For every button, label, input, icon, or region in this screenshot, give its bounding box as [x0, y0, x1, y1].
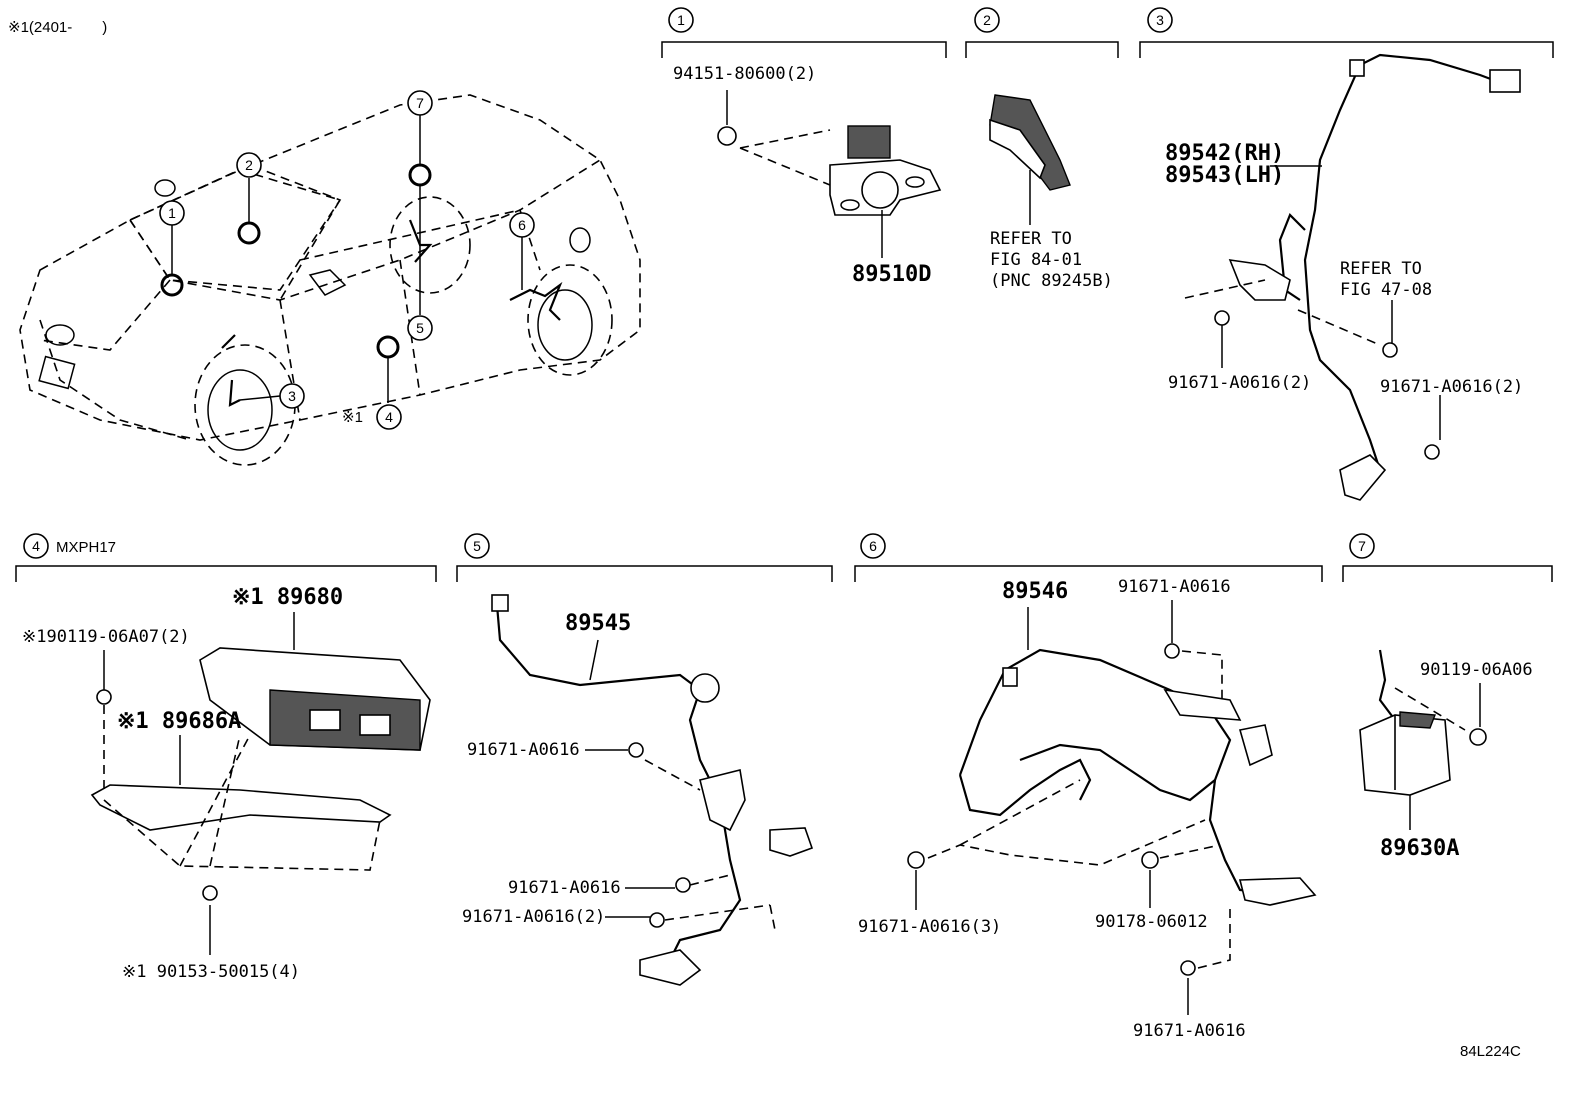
svg-text:2: 2: [245, 157, 253, 173]
s6-bolt-bottom: 91671-A0616: [1133, 1021, 1246, 1041]
s5-part-label: 89545: [565, 611, 631, 636]
s3-ref-line-2: FIG 47-08: [1340, 280, 1432, 300]
s6-nut: 90178-06012: [1095, 912, 1208, 932]
section-6-number: 6: [869, 538, 877, 554]
s7-bolt: 90119-06A06: [1420, 660, 1533, 680]
callout-4: 4 ※1: [342, 404, 402, 430]
bolt-icon: [1180, 960, 1196, 976]
s4-bolt-top: ※190119-06A07(2): [22, 627, 190, 647]
bolt-icon: [1382, 342, 1398, 358]
section-5: 5 89545 91671-A0616 91671-A0616 91671-A0…: [456, 533, 833, 986]
bolt-icon: [96, 689, 112, 705]
connector-icon: [1489, 69, 1521, 93]
bolt-icon: [628, 742, 644, 758]
callout-4-note: ※1: [342, 409, 363, 426]
s4-bolt-bottom: ※1 90153-50015(4): [122, 962, 300, 982]
s4-part-main: ※1 89680: [232, 585, 343, 610]
s3-part-rh: 89542(RH): [1165, 141, 1284, 166]
s1-bolt-label: 94151-80600(2): [673, 64, 816, 84]
section-7-number: 7: [1358, 538, 1366, 554]
s6-part-label: 89546: [1002, 579, 1068, 604]
s3-bolt-left: 91671-A0616(2): [1168, 373, 1311, 393]
bolt-icon: [907, 851, 925, 869]
connector-icon: [491, 594, 509, 612]
bolt-icon: [649, 912, 665, 928]
s4-bracket: ※1 89686A: [117, 709, 241, 734]
s7-part-label: 89630A: [1380, 836, 1459, 861]
s1-part-label: 89510D: [852, 262, 931, 287]
nut-icon: [1141, 851, 1159, 869]
s3-part-lh: 89543(LH): [1165, 163, 1284, 188]
callout-1: 1: [159, 200, 185, 226]
sensor-module-icon: [989, 94, 1071, 191]
s4-model: MXPH17: [56, 539, 116, 556]
svg-text:3: 3: [288, 388, 296, 404]
s2-ref-line-2: FIG 84-01: [990, 250, 1082, 270]
bolt-icon: [202, 885, 218, 901]
section-6: 6 89546 91671-A0616 91671-A0616(3) 90178…: [854, 533, 1323, 1041]
sensor-tip-icon: [769, 827, 814, 857]
section-3: 3 89542(RH) 89543(LH) REFER TO FIG 47-08…: [1139, 7, 1554, 501]
section-2: 2 REFER TO FIG 84-01 (PNC 89245B): [965, 7, 1119, 291]
svg-text:1: 1: [168, 205, 176, 221]
svg-text:5: 5: [416, 320, 424, 336]
section-1-number: 1: [677, 12, 685, 28]
callout-7: 7: [407, 90, 433, 116]
section-4: 4 MXPH17 ※1 89680 ※190119-06A07(2) ※1 89…: [15, 533, 437, 982]
module-89630a-icon: [1359, 711, 1451, 796]
svg-text:4: 4: [385, 409, 393, 425]
callout-3: 3: [279, 383, 305, 409]
section-1: 1 94151-80600(2) 89510D: [661, 7, 947, 287]
diagram-code: 84L224C: [1460, 1043, 1521, 1060]
bolt-icon: [675, 877, 691, 893]
header-note: ※1(2401- ): [8, 19, 107, 36]
sensor-89510d-icon: [829, 125, 942, 216]
ecu-box-icon: [199, 647, 431, 751]
s5-bolt-c: 91671-A0616(2): [462, 907, 605, 927]
svg-text:6: 6: [518, 217, 526, 233]
section-4-number: 4: [32, 538, 40, 554]
s3-ref-line-1: REFER TO: [1340, 259, 1422, 279]
s2-ref-line-3: (PNC 89245B): [990, 271, 1113, 291]
s6-bolt-left: 91671-A0616(3): [858, 917, 1001, 937]
bolt-icon: [1424, 444, 1440, 460]
s5-bolt-b: 91671-A0616: [508, 878, 621, 898]
section-7: 7 90119-06A06 89630A: [1342, 533, 1553, 861]
s2-ref-line-1: REFER TO: [990, 229, 1072, 249]
section-5-number: 5: [473, 538, 481, 554]
callout-6: 6: [509, 212, 535, 238]
sensor-tip-icon: [1339, 454, 1387, 501]
vehicle-overview: 1 2 3 4 ※1 5 6 7: [19, 90, 641, 466]
sensor-tip-icon: [1238, 877, 1317, 906]
bolt-icon: [1469, 728, 1487, 746]
bracket-icon: [90, 784, 392, 831]
bolt-icon: [1164, 643, 1180, 659]
connector-icon: [1238, 724, 1273, 767]
callout-5: 5: [407, 315, 433, 341]
s5-bolt-a: 91671-A0616: [467, 740, 580, 760]
section-3-number: 3: [1156, 12, 1164, 28]
svg-text:7: 7: [416, 95, 424, 111]
section-2-number: 2: [983, 12, 991, 28]
s6-bolt-top: 91671-A0616: [1118, 577, 1231, 597]
bolt-icon: [717, 126, 737, 146]
callout-2: 2: [236, 152, 262, 178]
s3-bolt-right: 91671-A0616(2): [1380, 377, 1523, 397]
bolt-icon: [1214, 310, 1230, 326]
